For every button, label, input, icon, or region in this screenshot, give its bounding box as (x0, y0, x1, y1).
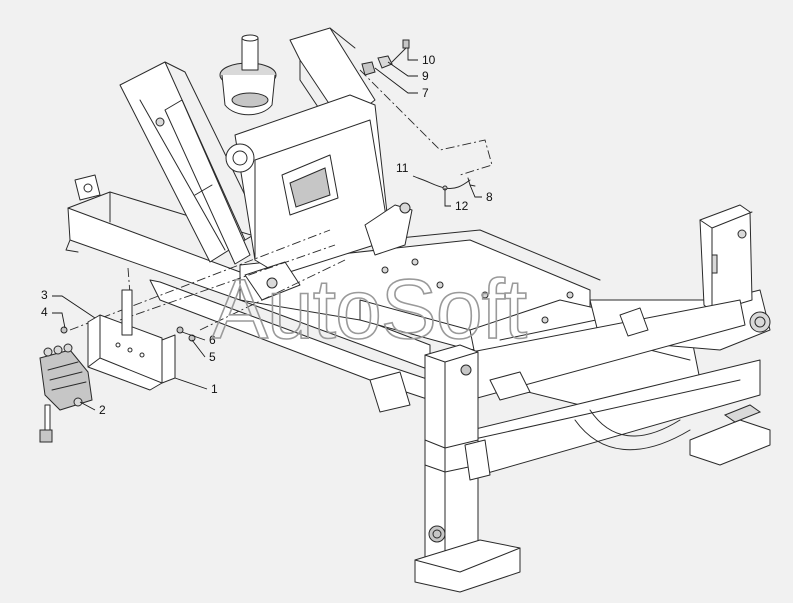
watermark-text: AutoSoft (212, 262, 527, 356)
callout-11: 11 (396, 161, 409, 175)
washer-6 (176, 326, 184, 334)
fasteners (60, 326, 196, 342)
callout-9: 9 (422, 69, 429, 83)
nut-5 (188, 334, 196, 342)
callout-7: 7 (422, 86, 429, 100)
callout-10: 10 (422, 53, 436, 67)
callout-12: 12 (455, 199, 469, 213)
callout-labels: 1 2 3 4 5 6 7 8 9 10 11 12 (41, 53, 493, 417)
assembly-lines (69, 69, 493, 331)
callout-8: 8 (486, 190, 493, 204)
callout-4: 4 (41, 305, 48, 319)
bolt-10 (402, 39, 410, 49)
bolt-hardware (361, 39, 410, 76)
callout-6: 6 (209, 333, 216, 347)
callout-leaders (52, 48, 482, 411)
chassis-frame (65, 191, 771, 593)
control-valve-block (39, 343, 93, 443)
callout-2: 2 (99, 403, 106, 417)
callout-1: 1 (211, 382, 218, 396)
callout-3: 3 (41, 288, 48, 302)
callout-5: 5 (209, 350, 216, 364)
hose-assembly (417, 177, 476, 191)
upper-structure (74, 27, 413, 301)
bolt-4-head (60, 326, 68, 334)
valve-mount-bracket (87, 289, 176, 391)
